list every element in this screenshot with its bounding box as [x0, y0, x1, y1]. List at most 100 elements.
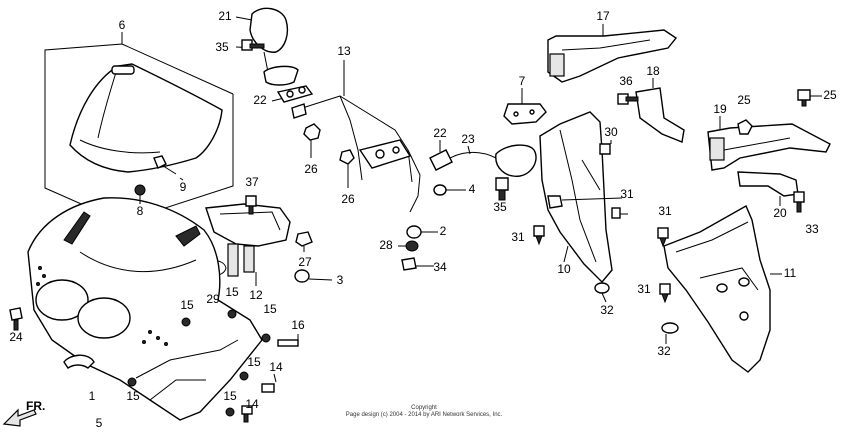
stay-20[interactable] [737, 171, 799, 206]
screw-9[interactable] [153, 155, 184, 181]
upper-cowl[interactable] [27, 197, 263, 421]
bolt-33[interactable] [793, 191, 805, 213]
callout-c31a[interactable]: 31 [620, 187, 634, 201]
callout-c18[interactable]: 18 [646, 64, 660, 78]
callout-c35b[interactable]: 35 [493, 200, 507, 214]
callout-c16[interactable]: 16 [291, 318, 305, 332]
screw-15-e[interactable] [127, 377, 137, 387]
callout-c31b[interactable]: 31 [658, 204, 672, 218]
bolt-16[interactable] [277, 334, 299, 347]
callout-c3[interactable]: 3 [337, 273, 344, 287]
rubber-22-b[interactable] [429, 140, 453, 171]
callout-c8[interactable]: 8 [137, 204, 144, 218]
mirror-assembly[interactable] [235, 7, 299, 86]
bolt-36[interactable] [617, 93, 639, 105]
bolt-30[interactable] [599, 140, 612, 155]
nut-26-a[interactable] [303, 123, 321, 158]
callout-c29[interactable]: 29 [206, 292, 220, 306]
bolt-25-a[interactable] [737, 119, 753, 135]
callout-c27[interactable]: 27 [298, 255, 312, 269]
cowl-side-trim[interactable] [63, 354, 95, 369]
callout-c33[interactable]: 33 [805, 222, 819, 236]
grommet-2[interactable] [406, 225, 438, 239]
callout-c35a[interactable]: 35 [215, 40, 229, 54]
callout-c25b[interactable]: 25 [823, 88, 837, 102]
side-bracket-19[interactable] [707, 116, 831, 171]
nut-27[interactable] [295, 231, 313, 252]
screw-15-f[interactable] [225, 407, 235, 417]
callout-c28[interactable]: 28 [379, 238, 393, 252]
callout-c22b[interactable]: 22 [433, 126, 447, 140]
windscreen[interactable] [69, 63, 223, 173]
bolt-35-mirror[interactable] [235, 39, 265, 51]
callout-c10[interactable]: 10 [557, 262, 571, 276]
callout-c15f[interactable]: 15 [223, 389, 237, 403]
callout-c17[interactable]: 17 [596, 9, 610, 23]
collar-28[interactable] [398, 240, 419, 252]
callout-c5[interactable]: 5 [96, 416, 103, 430]
washer-4[interactable] [433, 184, 466, 196]
callout-c31c[interactable]: 31 [511, 230, 525, 244]
callout-c24[interactable]: 24 [9, 330, 23, 344]
well-nut-8[interactable] [134, 184, 146, 204]
callout-c30[interactable]: 30 [604, 125, 618, 139]
callout-c7[interactable]: 7 [519, 74, 526, 88]
bolt-14-a[interactable] [261, 373, 277, 393]
grommet-3[interactable] [294, 269, 333, 283]
callout-c15a[interactable]: 15 [225, 285, 239, 299]
clip-32-a[interactable] [594, 282, 610, 303]
bolt-34[interactable] [401, 257, 434, 271]
small-bracket-7[interactable] [503, 88, 547, 125]
callout-c26b[interactable]: 26 [341, 192, 355, 206]
callout-c15e[interactable]: 15 [126, 389, 140, 403]
callout-c32a[interactable]: 32 [600, 303, 614, 317]
fastener-31-a[interactable] [547, 195, 623, 209]
screw-15-c[interactable] [261, 333, 271, 343]
screw-15-a[interactable] [181, 317, 191, 327]
clip-32-b[interactable] [661, 322, 679, 344]
screw-15-d[interactable] [239, 371, 249, 381]
callout-c15c[interactable]: 15 [263, 302, 277, 316]
mirror-23[interactable] [443, 144, 537, 177]
fastener-31-d[interactable] [659, 283, 671, 304]
callout-c15d[interactable]: 15 [247, 355, 261, 369]
fastener-31-b[interactable] [657, 227, 669, 248]
callout-c20[interactable]: 20 [773, 206, 787, 220]
callout-c25a[interactable]: 25 [737, 93, 751, 107]
fairing-stay-13[interactable] [291, 60, 421, 213]
bolt-24[interactable] [9, 307, 23, 331]
bolt-35-center[interactable] [495, 177, 509, 201]
callout-c15b[interactable]: 15 [180, 298, 194, 312]
mirror-bracket-22[interactable] [271, 85, 314, 103]
callout-c14b[interactable]: 14 [245, 397, 259, 411]
callout-c34[interactable]: 34 [433, 260, 447, 274]
callout-c22a[interactable]: 22 [253, 93, 267, 107]
upper-bracket-17[interactable] [547, 24, 678, 83]
headlight-bracket-12[interactable] [205, 203, 291, 286]
stay-18[interactable] [635, 78, 685, 143]
callout-c4[interactable]: 4 [469, 182, 476, 196]
callout-c13[interactable]: 13 [337, 44, 351, 58]
nut-26-b[interactable] [339, 149, 355, 188]
callout-c31d[interactable]: 31 [637, 282, 651, 296]
callout-c37[interactable]: 37 [245, 175, 259, 189]
callout-c19[interactable]: 19 [713, 102, 727, 116]
callout-c2[interactable]: 2 [440, 224, 447, 238]
middle-cowl-11[interactable] [663, 205, 782, 373]
bolt-37[interactable] [245, 195, 257, 215]
callout-c26a[interactable]: 26 [304, 162, 318, 176]
callout-c32b[interactable]: 32 [657, 344, 671, 358]
bolt-14-b[interactable] [241, 405, 253, 423]
callout-c21[interactable]: 21 [218, 9, 232, 23]
fastener-31-c[interactable] [533, 225, 545, 246]
callout-c14a[interactable]: 14 [269, 360, 283, 374]
callout-c6[interactable]: 6 [119, 18, 126, 32]
callout-c12[interactable]: 12 [249, 288, 263, 302]
screw-15-b[interactable] [227, 309, 237, 319]
callout-c11[interactable]: 11 [784, 266, 797, 280]
bolt-25-b[interactable] [797, 89, 822, 107]
callout-c1[interactable]: 1 [89, 389, 96, 403]
callout-c23[interactable]: 23 [461, 132, 475, 146]
callout-c9[interactable]: 9 [180, 180, 187, 194]
callout-c36[interactable]: 36 [619, 74, 633, 88]
